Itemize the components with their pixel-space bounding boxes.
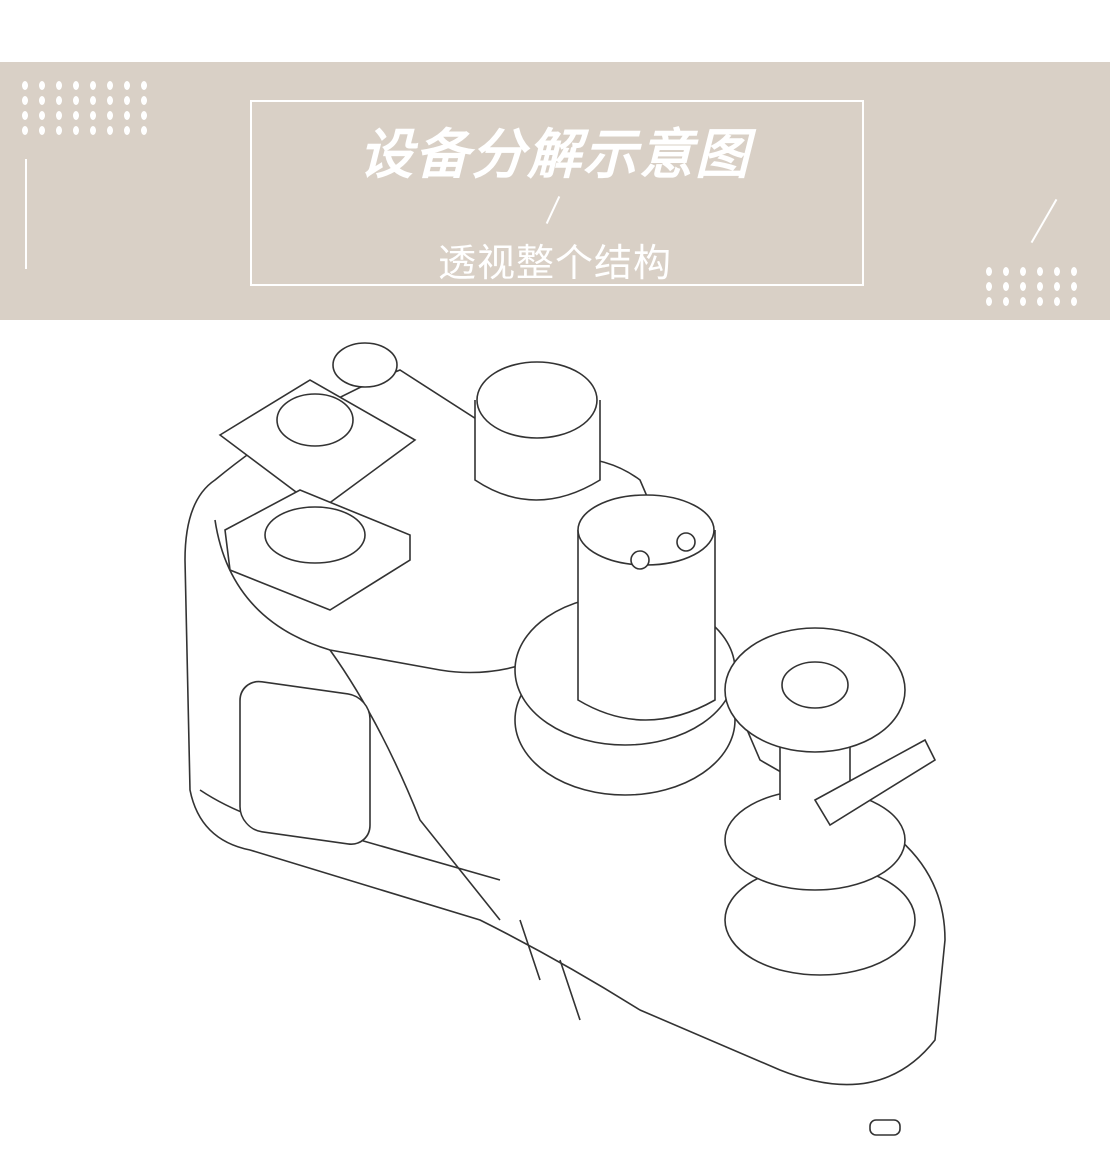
dot: [124, 81, 130, 90]
outlet-hole: [781, 661, 849, 709]
dot-pattern-decoration: [986, 267, 1088, 306]
dot: [73, 96, 79, 105]
dot: [1020, 267, 1026, 276]
dot: [141, 111, 147, 120]
bolt: [676, 532, 696, 552]
dot: [90, 81, 96, 90]
dot: [124, 126, 130, 135]
dot: [1054, 297, 1060, 306]
dot: [90, 111, 96, 120]
drain-plug: [869, 1119, 901, 1136]
dot: [124, 96, 130, 105]
dot: [1020, 297, 1026, 306]
dot: [107, 111, 113, 120]
page-title: 设备分解示意图: [359, 123, 751, 186]
dot: [986, 297, 992, 306]
dot: [56, 81, 62, 90]
dot: [124, 111, 130, 120]
vertical-line-decoration: [25, 159, 27, 269]
vent-cap: [476, 361, 598, 439]
dot: [39, 81, 45, 90]
dot: [90, 126, 96, 135]
dot: [1003, 282, 1009, 291]
dot: [22, 96, 28, 105]
dot: [56, 111, 62, 120]
equipment-line-drawing: [184, 342, 946, 1136]
dot: [1020, 282, 1026, 291]
title-frame: [250, 100, 864, 286]
access-ring: [264, 506, 366, 564]
page-subtitle: 透视整个结构: [437, 241, 672, 285]
dot: [56, 126, 62, 135]
dot: [141, 126, 147, 135]
bolt: [630, 550, 650, 570]
inspection-window: [239, 680, 371, 845]
dot: [1037, 297, 1043, 306]
dot-pattern-decoration: [22, 81, 158, 135]
dot: [1054, 282, 1060, 291]
dot: [22, 111, 28, 120]
motor-cylinder: [577, 530, 716, 721]
dot: [141, 81, 147, 90]
dot: [1071, 297, 1077, 306]
dot: [107, 96, 113, 105]
access-cap: [332, 342, 398, 388]
dot: [141, 96, 147, 105]
header-banner: 设备分解示意图 透视整个结构: [0, 62, 1110, 320]
dot: [90, 96, 96, 105]
dot: [1037, 282, 1043, 291]
dot: [1003, 267, 1009, 276]
dot: [986, 267, 992, 276]
dot: [1071, 282, 1077, 291]
dot: [39, 126, 45, 135]
dot: [1003, 297, 1009, 306]
tank-edge: [519, 919, 581, 1021]
dot: [22, 81, 28, 90]
dot: [107, 81, 113, 90]
dot: [73, 111, 79, 120]
dot: [1054, 267, 1060, 276]
access-cap: [276, 393, 354, 447]
tank-edge: [329, 649, 501, 921]
dot: [22, 126, 28, 135]
dot: [39, 111, 45, 120]
dot: [73, 81, 79, 90]
dot: [1037, 267, 1043, 276]
dot: [986, 282, 992, 291]
valve-flange-mid: [724, 789, 906, 891]
dot: [1071, 267, 1077, 276]
dot: [73, 126, 79, 135]
valve-handle: [813, 738, 937, 827]
dot: [107, 126, 113, 135]
dot: [39, 96, 45, 105]
dot: [56, 96, 62, 105]
